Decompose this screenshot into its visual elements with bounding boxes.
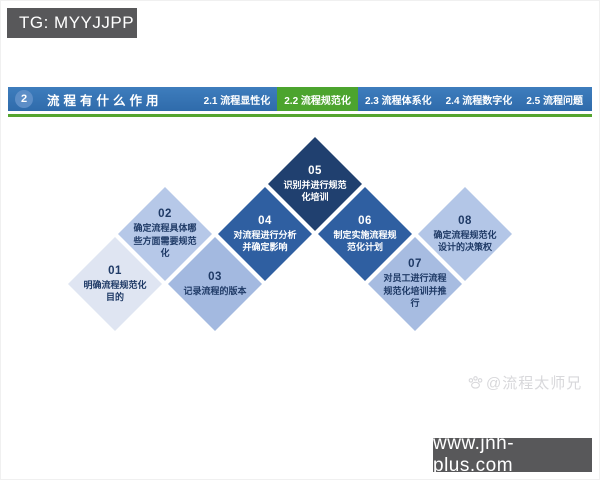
tab-bar: 2.1 流程显性化 2.2 流程规范化 2.3 流程体系化 2.4 流程数字化 2.5 … [197, 87, 592, 111]
paw-icon [468, 376, 483, 389]
diagram-step-05: 05 识别并进行规范 化培训 [268, 137, 362, 231]
tg-watermark-box: TG: MYYJJPP [7, 8, 137, 38]
step-number: 03 [208, 270, 222, 283]
tab-2-5[interactable]: 2.5 流程问题 [526, 95, 583, 107]
step-number: 08 [458, 214, 472, 227]
tab-2-4[interactable]: 2.4 流程数字化 [445, 95, 513, 107]
watermark: @流程太师兄 [468, 372, 582, 393]
step-label: 确定流程具体哪 些方面需要规范 化 [133, 223, 197, 259]
step-label: 记录流程的版本 [183, 285, 247, 296]
watermark-label: @流程太师兄 [486, 375, 583, 392]
diagram-step-08: 08 确定流程规范化 设计的决策权 [418, 187, 512, 281]
header-underline [8, 114, 592, 117]
step-number: 07 [408, 258, 422, 271]
diagram-step-01: 01 明确流程规范化 目的 [68, 237, 162, 331]
step-number: 06 [358, 214, 372, 227]
step-label: 对流程进行分析 并确定影响 [233, 229, 297, 253]
step-label: 确定流程规范化 设计的决策权 [433, 229, 497, 253]
site-url-box: www.jnh-plus.com [433, 433, 592, 476]
step-number: 05 [308, 164, 322, 177]
step-number: 02 [158, 208, 172, 221]
section-title: 流程有什么作用 [47, 93, 163, 108]
step-label: 明确流程规范化 目的 [83, 279, 147, 303]
section-number-badge: 2 [15, 90, 33, 108]
step-number: 01 [108, 264, 122, 277]
tab-2-1[interactable]: 2.1 流程显性化 [203, 95, 271, 107]
step-label: 识别并进行规范 化培训 [283, 179, 347, 203]
step-number: 04 [258, 214, 272, 227]
tab-2-3[interactable]: 2.3 流程体系化 [364, 95, 432, 107]
tab-2-2[interactable]: 2.2 流程规范化 [277, 87, 358, 111]
section-header-bar: 2 流程有什么作用 2.1 流程显性化 2.2 流程规范化 2.3 流程体系化 2.4… [8, 87, 592, 111]
step-label: 制定实施流程规 范化计划 [333, 229, 397, 253]
step-label: 对员工进行流程 规范化培训并推 行 [383, 273, 447, 309]
